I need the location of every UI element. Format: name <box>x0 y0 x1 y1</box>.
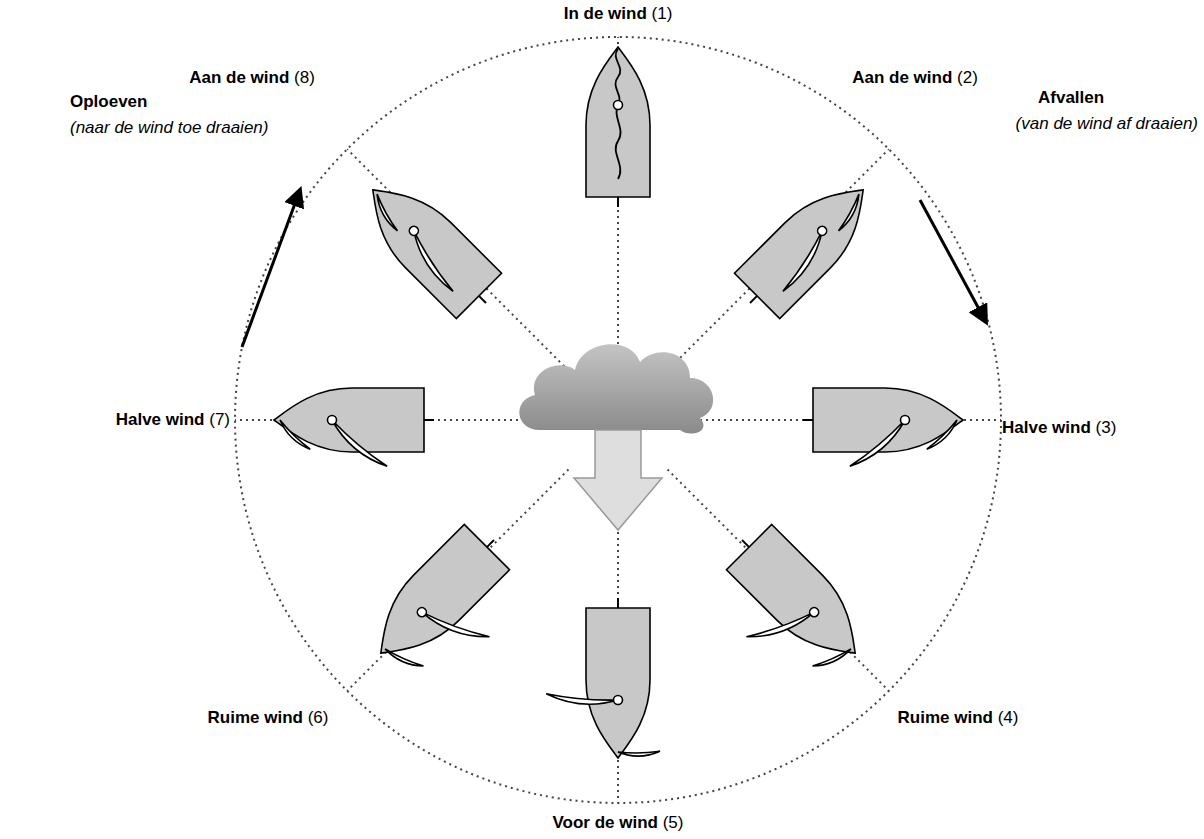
note-text: Afvallen <box>1038 88 1104 107</box>
sail-point-name: Halve wind <box>1002 418 1091 437</box>
callout-number: (1) <box>652 4 673 23</box>
callout-number: (5) <box>663 813 684 832</box>
rudder <box>617 598 619 608</box>
rudder <box>803 419 813 421</box>
point-of-sail-label: Aan de wind (8) <box>189 68 315 88</box>
mast <box>614 101 623 110</box>
point-of-sail-label: Oploeven <box>70 92 147 112</box>
sail <box>850 420 905 466</box>
point-of-sail-label: Ruime wind (6) <box>208 708 329 728</box>
sail-point-name: Aan de wind <box>189 68 289 87</box>
sail <box>813 638 851 676</box>
rudder <box>617 197 619 207</box>
direction-line <box>347 469 568 690</box>
hull <box>586 608 650 758</box>
direction-line <box>667 149 888 370</box>
callout-number: (4) <box>998 708 1019 727</box>
note-text: (van de wind af draaien) <box>1016 114 1198 133</box>
sail <box>746 591 814 659</box>
sail-point-name: Voor de wind <box>553 813 658 832</box>
sailboat <box>803 388 963 466</box>
mast <box>407 224 420 237</box>
point-of-sail-label: In de wind (1) <box>564 4 673 24</box>
point-of-sail-label: (van de wind af draaien) <box>1016 114 1198 134</box>
rudder <box>424 419 434 421</box>
point-of-sail-label: (naar de wind toe draaien) <box>70 118 268 138</box>
rudder <box>742 540 749 547</box>
mast <box>816 224 829 237</box>
sail <box>830 194 867 231</box>
point-of-sail-label: Ruime wind (4) <box>898 708 1019 728</box>
mast <box>901 416 910 425</box>
direction-line <box>347 149 568 370</box>
point-of-sail-label: Aan de wind (2) <box>852 68 978 88</box>
sailboat <box>274 388 434 466</box>
boats <box>274 47 963 758</box>
sail <box>772 231 833 292</box>
hull <box>350 167 501 318</box>
callout-number: (7) <box>209 410 230 429</box>
mast <box>614 696 623 705</box>
sail <box>546 694 618 704</box>
wind-circle <box>235 37 1001 803</box>
wind-arrow <box>574 430 662 530</box>
rudder <box>750 296 757 303</box>
sail-point-name: Halve wind <box>116 410 205 429</box>
direction-line <box>667 469 888 690</box>
hull <box>586 47 650 197</box>
sail-point-name: Aan de wind <box>852 68 952 87</box>
hull <box>358 524 509 675</box>
rudder <box>487 540 494 547</box>
mast <box>808 606 821 619</box>
sail <box>369 194 406 231</box>
sailboat <box>696 517 878 699</box>
mast <box>328 416 337 425</box>
hull <box>734 167 885 318</box>
sail <box>402 231 463 292</box>
callout-number: (2) <box>957 68 978 87</box>
callout-number: (6) <box>308 708 329 727</box>
sailboat <box>350 167 508 325</box>
bear-away-arrow <box>920 200 986 322</box>
sail <box>422 591 490 659</box>
direction-lines <box>235 37 1001 803</box>
luff-arrow <box>242 190 300 347</box>
sailboat <box>727 167 885 325</box>
sail <box>332 420 387 466</box>
sail <box>927 420 957 449</box>
luffing-sail <box>615 49 620 179</box>
mast <box>415 606 428 619</box>
note-text: Oploeven <box>70 92 147 111</box>
note-text: (naar de wind toe draaien) <box>70 118 268 137</box>
sail-point-name: Ruime wind <box>208 708 303 727</box>
sailboat <box>358 517 540 699</box>
point-of-sail-label: Halve wind (3) <box>1002 418 1116 438</box>
rudder <box>479 296 486 303</box>
sail-point-name: In de wind <box>564 4 647 23</box>
point-of-sail-label: Afvallen <box>1038 88 1104 108</box>
sail <box>385 638 423 676</box>
hull <box>726 524 877 675</box>
callout-number: (8) <box>294 68 315 87</box>
sailboat <box>546 598 660 758</box>
point-of-sail-label: Halve wind (7) <box>116 410 230 430</box>
sail <box>280 420 310 449</box>
sail <box>618 751 660 756</box>
point-of-sail-label: Voor de wind (5) <box>553 813 684 833</box>
wind-cloud <box>519 344 713 433</box>
sail-point-name: Ruime wind <box>898 708 993 727</box>
sailboat <box>586 47 650 207</box>
callout-number: (3) <box>1096 418 1117 437</box>
